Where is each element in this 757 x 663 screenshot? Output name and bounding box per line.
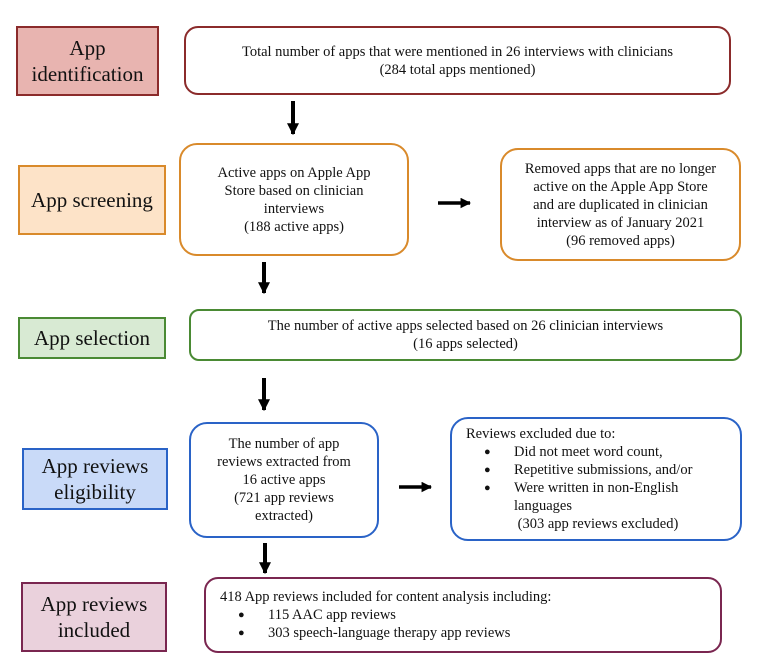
box-text-line: (16 apps selected) bbox=[413, 336, 518, 352]
stage-app-identification: App identification bbox=[16, 26, 159, 96]
box-heading: Reviews excluded due to: bbox=[466, 426, 616, 442]
stage-label-line: App bbox=[69, 36, 106, 60]
box-selected-apps: The number of active apps selected based… bbox=[189, 309, 742, 361]
box-text-line: extracted) bbox=[255, 508, 313, 524]
box-reviews-excluded: Reviews excluded due to: Did not meet wo… bbox=[450, 417, 742, 541]
stage-app-screening: App screening bbox=[18, 165, 166, 235]
box-active-apps: Active apps on Apple App Store based on … bbox=[179, 143, 409, 256]
stage-app-reviews-eligibility: App reviews eligibility bbox=[22, 448, 168, 510]
box-text-line: 16 active apps bbox=[242, 472, 326, 488]
exclusion-reasons-list: Did not meet word count, Repetitive subm… bbox=[466, 443, 692, 497]
included-reviews-list: 115 AAC app reviews 303 speech-language … bbox=[220, 606, 510, 642]
box-total-apps-mentioned: Total number of apps that were mentioned… bbox=[184, 26, 731, 95]
box-text-line: Store based on clinician bbox=[224, 182, 364, 199]
list-item: 303 speech-language therapy app reviews bbox=[220, 624, 510, 642]
box-text-line: (96 removed apps) bbox=[566, 232, 675, 249]
stage-label-line: App selection bbox=[33, 326, 151, 350]
stage-label-line: App reviews bbox=[41, 454, 149, 478]
list-item: Were written in non-English bbox=[466, 479, 692, 497]
box-text-line: interview as of January 2021 bbox=[536, 214, 705, 231]
box-reviews-extracted: The number of app reviews extracted from… bbox=[189, 422, 379, 538]
box-text-line: reviews extracted from bbox=[217, 454, 351, 470]
box-text-line: Removed apps that are no longer bbox=[524, 160, 717, 177]
box-text-line: interviews bbox=[263, 200, 325, 217]
list-item-continuation: languages bbox=[514, 498, 572, 514]
list-item: Did not meet word count, bbox=[466, 443, 692, 461]
stage-label-line: App reviews bbox=[40, 592, 148, 616]
stage-label-line: App screening bbox=[31, 188, 153, 212]
box-text-line: and are duplicated in clinician bbox=[533, 196, 708, 213]
box-text-line: Active apps on Apple App bbox=[217, 164, 371, 181]
stage-label-line: identification bbox=[31, 62, 144, 86]
stage-app-selection: App selection bbox=[18, 317, 166, 359]
box-text-line: active on the Apple App Store bbox=[533, 178, 708, 195]
box-footer: (303 app reviews excluded) bbox=[517, 516, 679, 532]
stage-label-line: eligibility bbox=[54, 480, 136, 504]
box-text-line: (284 total apps mentioned) bbox=[379, 61, 536, 78]
box-text-line: The number of app bbox=[228, 436, 340, 452]
box-text-line: (188 active apps) bbox=[244, 218, 344, 235]
box-heading: 418 App reviews included for content ana… bbox=[220, 589, 552, 605]
box-text-line: (721 app reviews bbox=[234, 490, 334, 506]
box-text-line: The number of active apps selected based… bbox=[267, 318, 664, 334]
stage-app-reviews-included: App reviews included bbox=[21, 582, 167, 652]
list-item: Repetitive submissions, and/or bbox=[466, 461, 692, 479]
stage-label-line: included bbox=[57, 618, 131, 642]
list-item: 115 AAC app reviews bbox=[220, 606, 510, 624]
box-text-line: Total number of apps that were mentioned… bbox=[241, 43, 674, 60]
box-reviews-included: 418 App reviews included for content ana… bbox=[204, 577, 722, 653]
box-removed-apps: Removed apps that are no longer active o… bbox=[500, 148, 741, 261]
